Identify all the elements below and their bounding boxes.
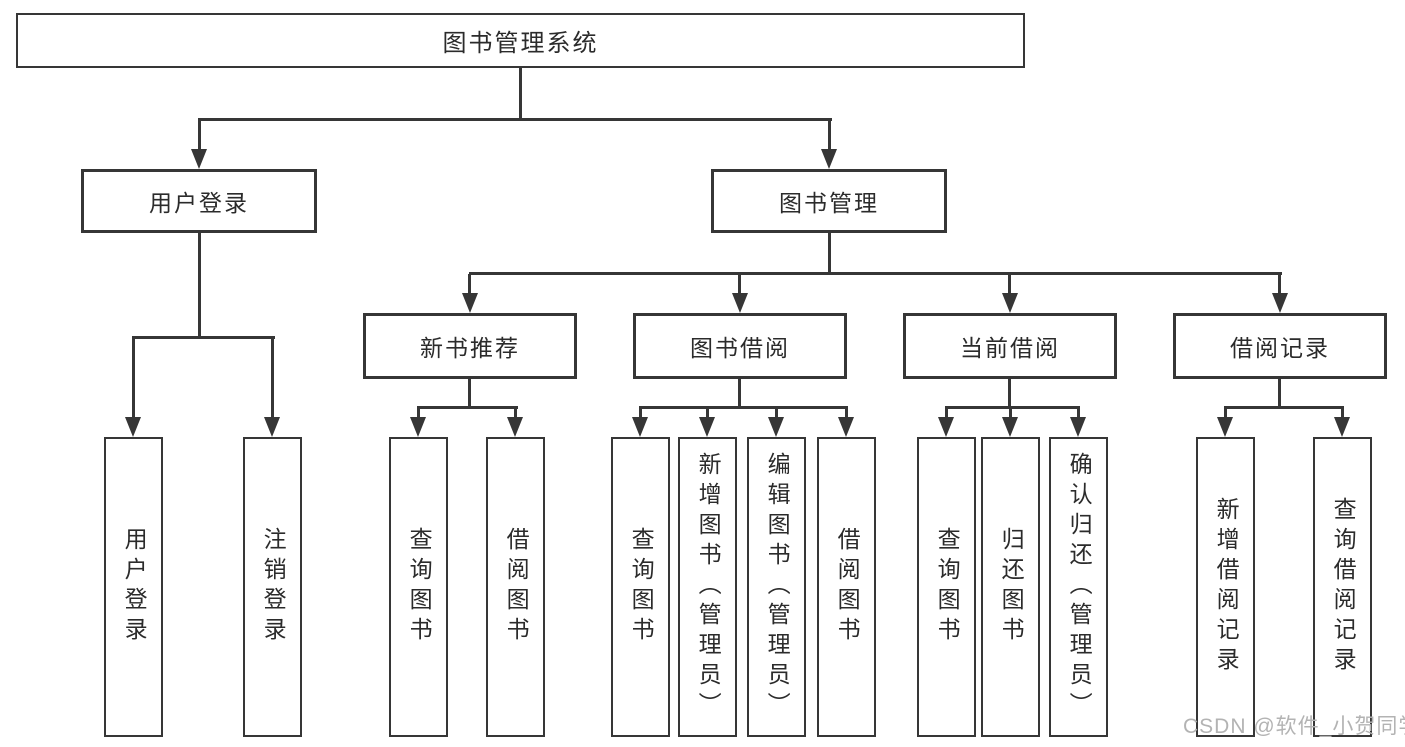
connector-line: [417, 408, 420, 420]
leaf-query-books-current: 查询图书: [917, 437, 976, 737]
leaf-add-book-admin: 新增图书（管理员）: [678, 437, 737, 737]
leaf-logout: 注销登录: [243, 437, 302, 737]
node-user-login-branch: 用户登录: [81, 169, 317, 233]
connector-line: [271, 338, 274, 419]
arrow-down-icon: [1217, 417, 1233, 437]
connector-line: [1224, 406, 1344, 409]
arrow-down-icon: [1334, 417, 1350, 437]
node-new-book-recommend: 新书推荐: [363, 313, 577, 379]
leaf-confirm-return-admin: 确认归还（管理员）: [1049, 437, 1108, 737]
connector-line: [132, 338, 135, 419]
connector-line: [469, 272, 1282, 275]
arrow-down-icon: [768, 417, 784, 437]
node-book-management: 图书管理: [711, 169, 947, 233]
connector-line: [828, 232, 831, 274]
connector-line: [828, 120, 831, 151]
leaf-query-borrow-record: 查询借阅记录: [1313, 437, 1372, 737]
node-current-borrow: 当前借阅: [903, 313, 1117, 379]
connector-line: [519, 68, 522, 120]
connector-line: [1224, 408, 1227, 420]
connector-line: [1278, 378, 1281, 408]
connector-line: [845, 408, 848, 420]
connector-line: [706, 408, 709, 420]
connector-line: [1008, 378, 1011, 408]
connector-line: [468, 274, 471, 295]
leaf-user-login: 用户登录: [104, 437, 163, 737]
connector-line: [945, 408, 948, 420]
connector-line: [198, 118, 832, 121]
connector-line: [198, 232, 201, 338]
arrow-down-icon: [410, 417, 426, 437]
connector-line: [1077, 408, 1080, 420]
connector-line: [198, 120, 201, 151]
arrow-down-icon: [1272, 293, 1288, 313]
arrow-down-icon: [1002, 293, 1018, 313]
connector-line: [132, 336, 275, 339]
connector-line: [738, 378, 741, 408]
arrow-down-icon: [938, 417, 954, 437]
connector-line: [1009, 408, 1012, 420]
leaf-query-books-recommend: 查询图书: [389, 437, 448, 737]
connector-line: [945, 406, 1080, 409]
node-root-system: 图书管理系统: [16, 13, 1025, 68]
arrow-down-icon: [125, 417, 141, 437]
arrow-down-icon: [264, 417, 280, 437]
node-book-borrow: 图书借阅: [633, 313, 847, 379]
arrow-down-icon: [732, 293, 748, 313]
leaf-add-borrow-record: 新增借阅记录: [1196, 437, 1255, 737]
connector-line: [639, 406, 848, 409]
arrow-down-icon: [191, 149, 207, 169]
connector-line: [775, 408, 778, 420]
connector-line: [468, 378, 471, 408]
arrow-down-icon: [1002, 417, 1018, 437]
connector-line: [639, 408, 642, 420]
arrow-down-icon: [821, 149, 837, 169]
connector-line: [1341, 408, 1344, 420]
connector-line: [738, 274, 741, 295]
arrow-down-icon: [1070, 417, 1086, 437]
arrow-down-icon: [699, 417, 715, 437]
csdn-watermark: CSDN @软件_小贺同学: [1183, 715, 1405, 738]
connector-line: [1008, 274, 1011, 295]
connector-line: [1278, 274, 1281, 295]
arrow-down-icon: [632, 417, 648, 437]
leaf-borrow-books-recommend: 借阅图书: [486, 437, 545, 737]
node-borrow-records: 借阅记录: [1173, 313, 1387, 379]
arrow-down-icon: [838, 417, 854, 437]
leaf-edit-book-admin: 编辑图书（管理员）: [747, 437, 806, 737]
arrow-down-icon: [507, 417, 523, 437]
connector-line: [514, 408, 517, 420]
leaf-borrow-books: 借阅图书: [817, 437, 876, 737]
leaf-return-book: 归还图书: [981, 437, 1040, 737]
connector-line: [417, 406, 518, 409]
arrow-down-icon: [462, 293, 478, 313]
leaf-query-books-borrow: 查询图书: [611, 437, 670, 737]
